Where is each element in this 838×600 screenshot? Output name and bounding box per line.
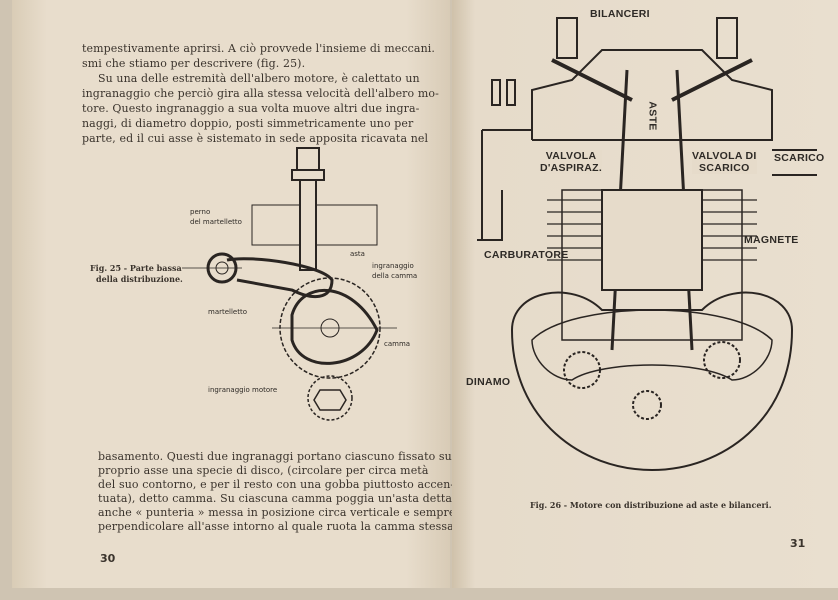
label-scarico: SCARICO: [774, 152, 825, 164]
label-valvola-aspirazione: VALVOLA D'ASPIRAZ.: [540, 150, 603, 174]
label-valvola-scarico: VALVOLA DI SCARICO: [692, 150, 757, 174]
label-magnete: MAGNETE: [744, 234, 799, 246]
left-page: tempestivamente aprirsi. A ciò provvede …: [12, 0, 457, 588]
text-line: ingranaggio che perciò gira alla stessa …: [82, 87, 439, 100]
fig25-diagram: [182, 147, 397, 421]
caption-line: della distribuzione.: [96, 274, 183, 284]
text-line: proprio asse una specie di disco, (circo…: [98, 464, 429, 477]
label-perno: del martelletto: [190, 218, 242, 226]
fig25-caption: Fig. 25 - Parte bassa della distribuzion…: [90, 263, 183, 285]
text-line: tuata), detto camma. Su ciascuna camma p…: [98, 492, 453, 505]
text-line: Su una delle estremità dell'albero motor…: [98, 72, 420, 85]
label-camma: camma: [384, 340, 411, 348]
label-line: VALVOLA DI: [692, 150, 757, 162]
label-perno: perno: [190, 208, 211, 216]
text-line: smi che stiamo per descrivere (fig. 25).: [82, 57, 306, 70]
fig26-engine-diagram: [477, 17, 817, 472]
right-page: BILANCERI ASTE VALVOLA D'ASPIRAZ. VALVOL…: [452, 0, 838, 588]
text-line: basamento. Questi due ingranaggi portano…: [98, 450, 456, 463]
label-dinamo: DINAMO: [466, 376, 511, 388]
text-line: parte, ed il cui asse è sistemato in sed…: [82, 132, 429, 145]
text-line: tore. Questo ingranaggio a sua volta muo…: [82, 102, 420, 115]
text-line: del suo contorno, e per il resto con una…: [98, 478, 455, 491]
label-ingranaggio-camma: della camma: [372, 272, 418, 280]
label-aste: ASTE: [646, 101, 659, 131]
text-line: anche « punteria » messa in posizione ci…: [98, 506, 456, 519]
label-martelletto: martelletto: [208, 308, 248, 316]
page-number: 31: [790, 537, 806, 550]
label-line: D'ASPIRAZ.: [540, 162, 603, 174]
text-line: naggi, di diametro doppio, posti simmetr…: [82, 117, 414, 130]
label-asta: asta: [350, 250, 365, 258]
fig26-caption: Fig. 26 - Motore con distribuzione ad as…: [530, 500, 772, 510]
text-line: tempestivamente aprirsi. A ciò provvede …: [82, 42, 435, 55]
text-line: perpendicolare all'asse intorno al quale…: [98, 520, 458, 533]
label-line: VALVOLA: [545, 150, 597, 162]
page-number: 30: [100, 552, 116, 565]
caption-line: Fig. 25 - Parte bassa: [90, 263, 182, 273]
label-bilanceri: BILANCERI: [590, 8, 650, 20]
label-carburatore: CARBURATORE: [484, 249, 569, 261]
label-ingranaggio-motore: ingranaggio motore: [208, 386, 278, 394]
label-ingranaggio-camma: ingranaggio: [372, 262, 414, 270]
label-line: SCARICO: [699, 162, 750, 174]
